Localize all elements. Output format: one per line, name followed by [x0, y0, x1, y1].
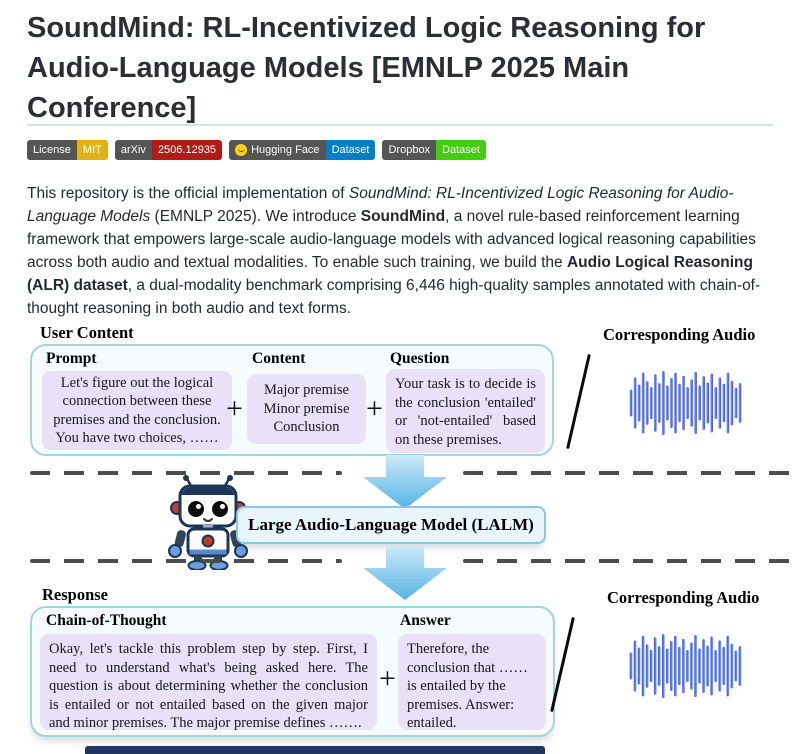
corresponding-audio-bottom-label: Corresponding Audio [607, 588, 760, 607]
answer-box: Therefore, the conclusion that …… is ent… [398, 634, 546, 731]
intro-paragraph: This repository is the official implemen… [27, 185, 761, 317]
audio-waveform-bottom [608, 630, 763, 702]
lalm-model-box: Large Audio-Language Model (LALM) [236, 506, 546, 544]
content-label: Content [252, 350, 306, 367]
page-title-line-3: Conference] [27, 92, 197, 124]
prompt-label: Prompt [46, 350, 97, 367]
page-title-line-1: SoundMind: RL-Incentivized Logic Reasoni… [27, 12, 706, 44]
chain-of-thought-box: Okay, let's tackle this problem step by … [40, 634, 377, 731]
dropbox-badge-label: Dropbox [382, 140, 437, 160]
license-badge-value: MIT [76, 140, 108, 160]
huggingface-badge[interactable]: Hugging Face Dataset [229, 140, 376, 160]
down-arrow-2 [363, 546, 447, 600]
question-label: Question [390, 350, 450, 367]
plus-sign-3: + [379, 662, 396, 695]
dashed-line-2-right [463, 559, 791, 563]
content-line-3: Conclusion [273, 419, 340, 436]
license-badge-label: License [27, 140, 77, 160]
title-divider [27, 124, 773, 126]
page-title: SoundMind: RL-Incentivized Logic Reasoni… [27, 8, 747, 128]
arxiv-badge[interactable]: arXiv 2506.12935 [114, 140, 223, 160]
slash-separator-top [566, 353, 591, 450]
huggingface-badge-value: Dataset [325, 140, 376, 160]
plus-sign-2: + [366, 392, 383, 425]
user-content-label: User Content [40, 323, 134, 342]
content-box: Major premise Minor premise Conclusion [247, 374, 366, 444]
badge-row: License MIT arXiv 2506.12935 Hugging Fac… [27, 140, 486, 160]
prompt-box: Let's figure out the logical connection … [42, 371, 232, 450]
page-title-line-2: Audio-Language Models [EMNLP 2025 Main [27, 52, 630, 84]
chain-of-thought-label: Chain-of-Thought [46, 612, 167, 629]
huggingface-badge-left: Hugging Face [229, 140, 326, 160]
dashed-line-1-right [463, 471, 791, 475]
content-line-1: Major premise [264, 382, 349, 399]
down-arrow-1 [363, 455, 447, 509]
corresponding-audio-top-label: Corresponding Audio [603, 325, 756, 344]
answer-label: Answer [400, 612, 451, 629]
next-section-cutoff-bar [85, 746, 545, 754]
dashed-line-2-left [30, 559, 342, 563]
hugging-face-icon [235, 144, 248, 156]
huggingface-badge-label: Hugging Face [251, 144, 320, 156]
response-label: Response [42, 585, 109, 604]
plus-sign-1: + [226, 392, 243, 425]
question-box: Your task is to decide is the conclusion… [386, 369, 545, 453]
dropbox-badge-value: Dataset [436, 140, 486, 160]
arxiv-badge-value: 2506.12935 [151, 140, 223, 160]
dashed-line-1-left [30, 471, 342, 475]
robot-icon [168, 475, 248, 570]
audio-waveform-top [608, 367, 763, 439]
arxiv-badge-label: arXiv [114, 140, 152, 160]
dropbox-badge[interactable]: Dropbox Dataset [382, 140, 486, 160]
content-line-2: Minor premise [263, 400, 350, 417]
license-badge[interactable]: License MIT [27, 140, 108, 160]
